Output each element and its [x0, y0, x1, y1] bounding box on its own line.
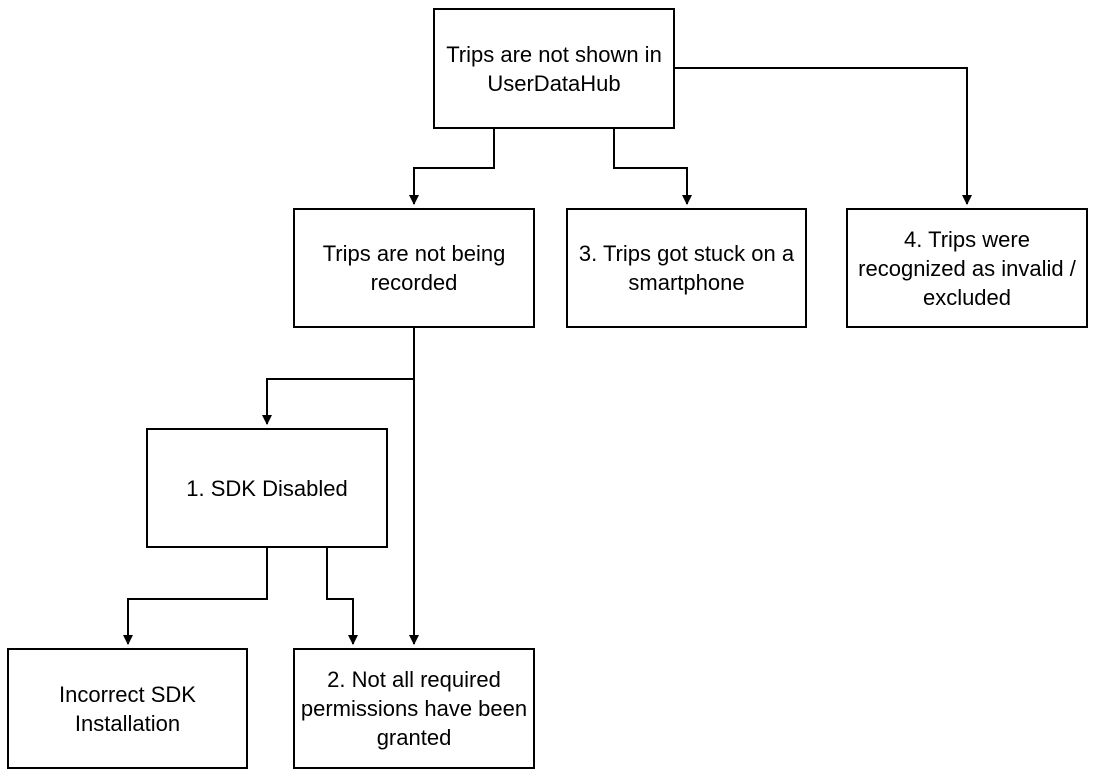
connector-root-to-not-recorded [409, 129, 495, 205]
node-trips-not-shown: Trips are not shown in UserDataHub [433, 8, 675, 129]
node-permissions-not-granted: 2. Not all required permissions have bee… [293, 648, 535, 769]
connector-sdk-disabled-to-incorrect-install [123, 548, 268, 645]
node-trips-not-recorded: Trips are not being recorded [293, 208, 535, 328]
connector-not-recorded-to-sdk-disabled [262, 328, 415, 425]
node-incorrect-sdk-installation: Incorrect SDK Installation [7, 648, 248, 769]
node-label: Incorrect SDK Installation [59, 681, 196, 736]
node-sdk-disabled: 1. SDK Disabled [146, 428, 388, 548]
node-trips-invalid: 4. Trips were recognized as invalid / ex… [846, 208, 1088, 328]
node-label: Trips are not being recorded [322, 241, 506, 295]
node-label: 1. SDK Disabled [186, 475, 348, 501]
node-label: 2. Not all required permissions have bee… [300, 667, 528, 750]
connector-root-to-stuck [613, 129, 692, 205]
node-label: 3. Trips got stuck on a smartphone [578, 241, 795, 295]
node-label: 4. Trips were recognized as invalid / ex… [858, 226, 1076, 310]
connector-sdk-disabled-to-permissions [326, 548, 358, 645]
node-trips-stuck: 3. Trips got stuck on a smartphone [566, 208, 807, 328]
connector-root-to-invalid [675, 67, 972, 205]
node-label: Trips are not shown in UserDataHub [446, 41, 662, 96]
